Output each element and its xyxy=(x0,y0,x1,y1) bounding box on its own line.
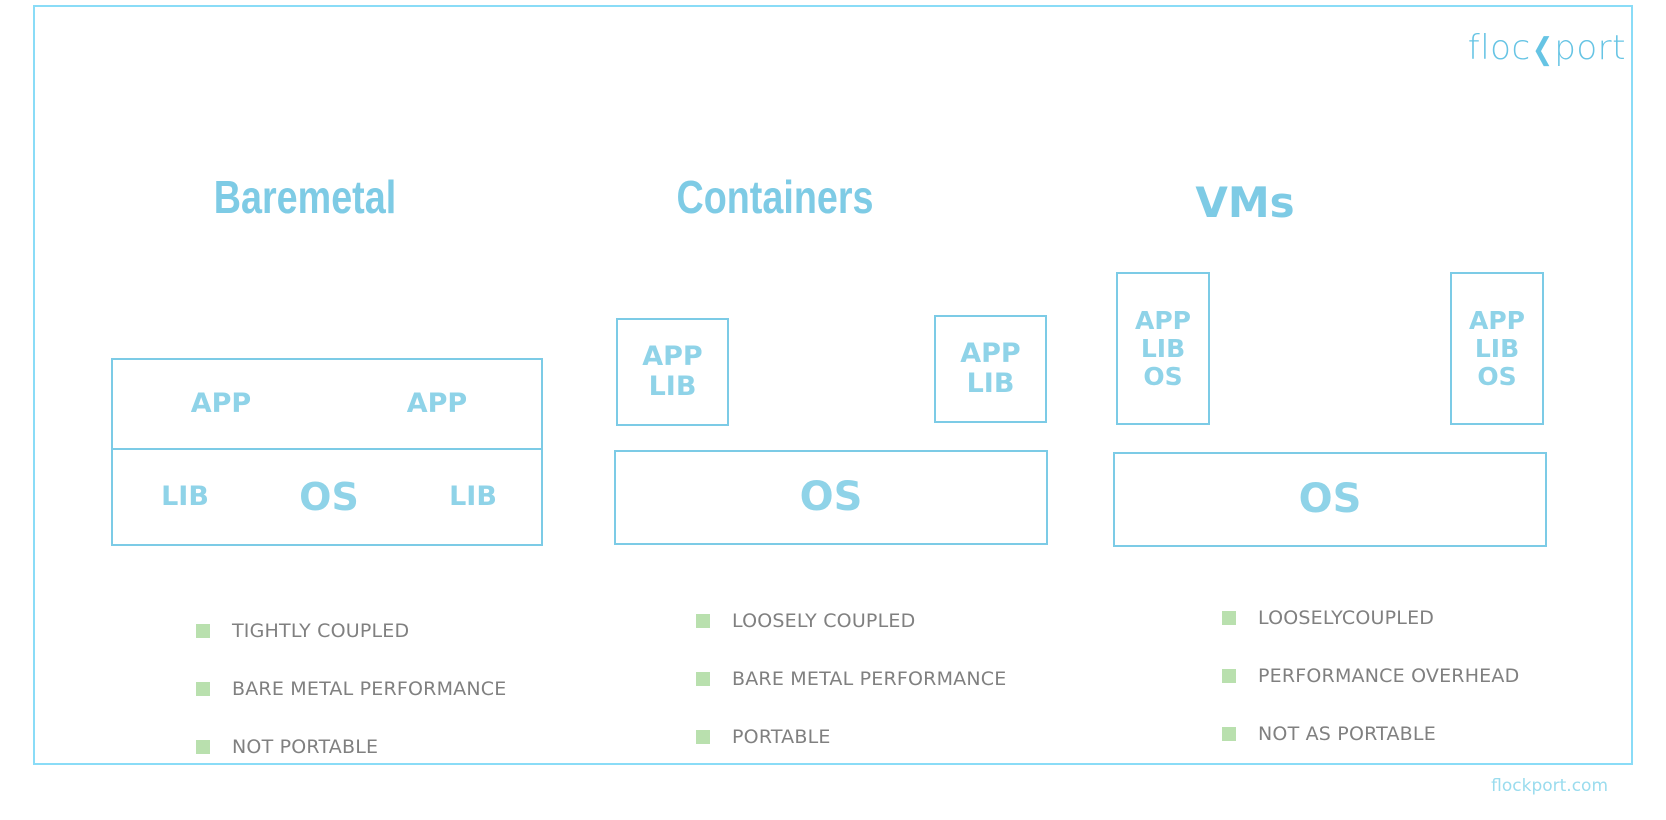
bullet-square-icon xyxy=(1222,669,1236,683)
label-os: OS xyxy=(1298,476,1362,523)
baremetal-lib-cell-right: LIB xyxy=(401,450,545,544)
label-lib: LIB xyxy=(161,480,209,512)
feature-list-vms: LOOSELYCOUPLED PERFORMANCE OVERHEAD NOT … xyxy=(1222,607,1519,781)
list-item: PORTABLE xyxy=(696,726,1006,748)
list-item: BARE METAL PERFORMANCE xyxy=(196,678,506,700)
list-item-label: NOT AS PORTABLE xyxy=(1258,723,1436,745)
label-os: OS xyxy=(299,474,359,519)
label-app: APP xyxy=(1135,305,1191,335)
baremetal-os-row: LIB OS LIB xyxy=(111,450,543,546)
baremetal-os-cell: OS xyxy=(257,450,401,544)
label-lib: LIB xyxy=(1140,333,1186,363)
list-item: LOOSELYCOUPLED xyxy=(1222,607,1519,629)
list-item: BARE METAL PERFORMANCE xyxy=(696,668,1006,690)
bullet-square-icon xyxy=(196,682,210,696)
footer-website-link[interactable]: flockport.com xyxy=(1491,776,1608,796)
bullet-square-icon xyxy=(1222,611,1236,625)
feature-list-containers: LOOSELY COUPLED BARE METAL PERFORMANCE P… xyxy=(696,610,1006,784)
list-item-label: PORTABLE xyxy=(732,726,831,748)
label-os: OS xyxy=(799,474,863,521)
bullet-square-icon xyxy=(1222,727,1236,741)
list-item: NOT AS PORTABLE xyxy=(1222,723,1519,745)
column-title-vms: VMs xyxy=(1195,178,1295,227)
vm-unit-left: APP LIB OS xyxy=(1116,272,1210,425)
label-lib: LIB xyxy=(1474,333,1520,363)
bullet-square-icon xyxy=(196,624,210,638)
column-title-containers: Containers xyxy=(676,171,874,223)
label-app: APP xyxy=(960,337,1021,369)
containers-os-base: OS xyxy=(614,450,1048,545)
list-item-label: BARE METAL PERFORMANCE xyxy=(232,678,507,700)
baremetal-app-cell-right: APP xyxy=(329,360,545,448)
label-lib: LIB xyxy=(648,371,697,402)
label-lib: LIB xyxy=(966,368,1015,399)
container-unit-left: APP LIB xyxy=(616,318,729,426)
vm-unit-right: APP LIB OS xyxy=(1450,272,1544,425)
list-item-label: TIGHTLY COUPLED xyxy=(232,620,410,642)
baremetal-app-row: APP APP xyxy=(111,358,543,450)
label-os: OS xyxy=(1477,361,1517,391)
feature-list-baremetal: TIGHTLY COUPLED BARE METAL PERFORMANCE N… xyxy=(196,620,506,794)
label-app: APP xyxy=(642,340,703,372)
list-item-label: BARE METAL PERFORMANCE xyxy=(732,668,1007,690)
label-app: APP xyxy=(190,387,252,419)
chevron-left-icon: ❮ xyxy=(1531,32,1554,67)
container-unit-right: APP LIB xyxy=(934,315,1047,423)
label-app: APP xyxy=(1469,305,1525,335)
bullet-square-icon xyxy=(696,672,710,686)
list-item: PERFORMANCE OVERHEAD xyxy=(1222,665,1519,687)
flockport-logo: floc❮port xyxy=(1468,28,1626,68)
list-item-label: PERFORMANCE OVERHEAD xyxy=(1258,665,1520,687)
baremetal-lib-cell-left: LIB xyxy=(113,450,257,544)
label-os: OS xyxy=(1143,361,1183,391)
list-item: TIGHTLY COUPLED xyxy=(196,620,506,642)
list-item-label: LOOSELY COUPLED xyxy=(732,610,916,632)
column-title-baremetal: Baremetal xyxy=(213,171,397,223)
list-item: LOOSELY COUPLED xyxy=(696,610,1006,632)
logo-prefix: floc xyxy=(1467,28,1531,68)
baremetal-app-cell-left: APP xyxy=(113,360,329,448)
logo-suffix: port xyxy=(1554,28,1626,68)
bullet-square-icon xyxy=(196,740,210,754)
vms-os-base: OS xyxy=(1113,452,1547,547)
bullet-square-icon xyxy=(696,614,710,628)
list-item-label: NOT PORTABLE xyxy=(232,736,379,758)
bullet-square-icon xyxy=(696,730,710,744)
list-item: NOT PORTABLE xyxy=(196,736,506,758)
label-app: APP xyxy=(406,387,468,419)
list-item-label: LOOSELYCOUPLED xyxy=(1258,607,1435,629)
label-lib: LIB xyxy=(449,480,497,512)
